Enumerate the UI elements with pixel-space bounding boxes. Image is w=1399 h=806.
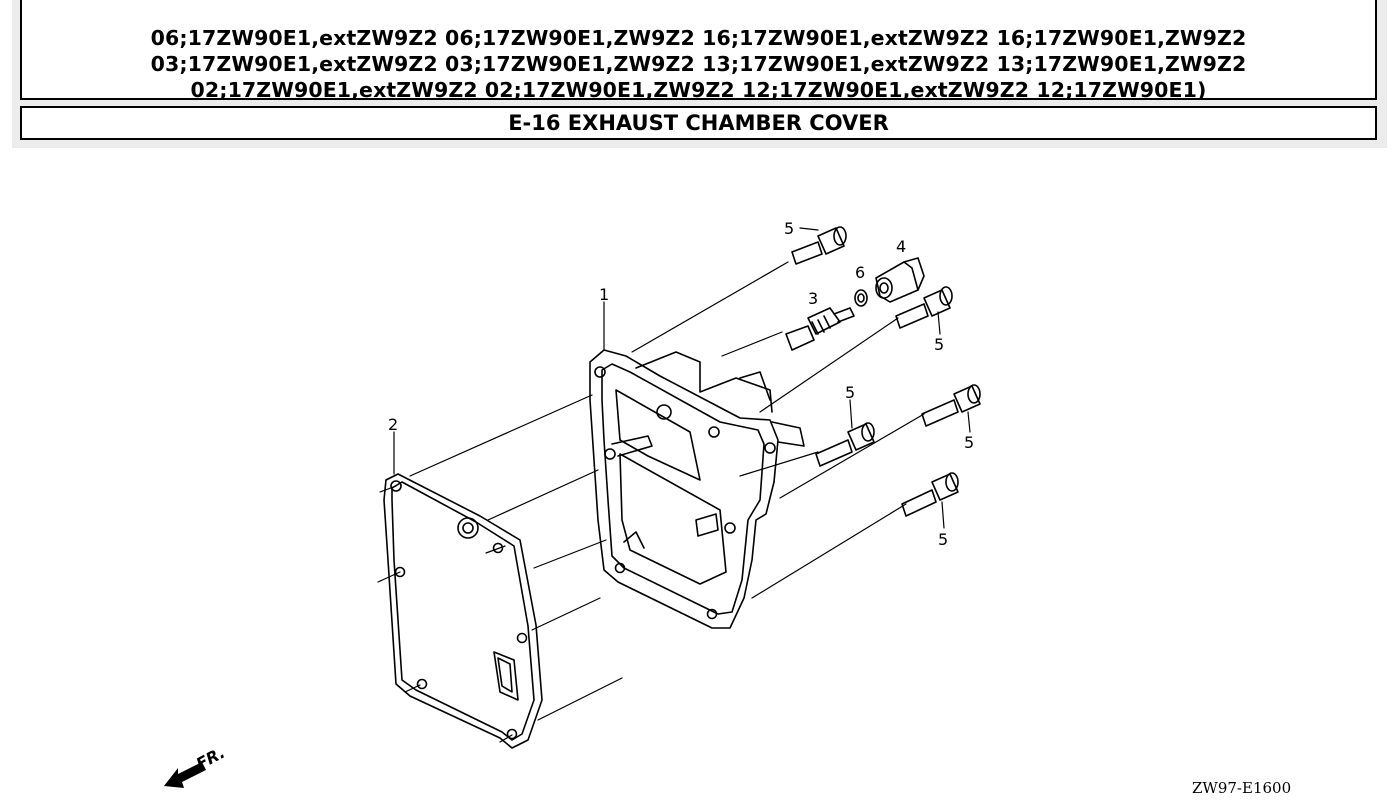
bolt [921, 384, 981, 427]
section-title: E-16 EXHAUST CHAMBER COVER [20, 106, 1377, 140]
callout-5: 5 [934, 335, 944, 354]
bolt [815, 422, 875, 467]
callout-6: 6 [855, 263, 865, 282]
gasket [383, 473, 543, 749]
callout-5: 5 [938, 530, 948, 549]
callout-4: 4 [896, 237, 906, 256]
callout-5: 5 [784, 219, 794, 238]
model-line-2: 03;17ZW90E1,extZW9Z2 03;17ZW90E1,ZW9Z2 1… [150, 52, 1247, 76]
bolt [895, 286, 953, 329]
pipe-fitting [785, 307, 855, 351]
bolt [901, 472, 959, 517]
sleeve [875, 257, 925, 303]
header-panel: 06;17ZW90E1,extZW9Z2 06;17ZW90E1,ZW9Z2 1… [12, 0, 1387, 148]
callout-leaders [393, 227, 971, 529]
callout-5: 5 [845, 383, 855, 402]
bolt [791, 226, 847, 265]
callout-5: 5 [964, 433, 974, 452]
model-list: 06;17ZW90E1,extZW9Z2 06;17ZW90E1,ZW9Z2 1… [20, 0, 1377, 102]
explode-lines [377, 261, 925, 743]
callout-3: 3 [808, 289, 818, 308]
front-arrow-icon [164, 762, 206, 788]
diagram-reference-code: ZW97-E1600 [1192, 779, 1291, 797]
nut [854, 289, 868, 307]
exhaust-chamber-cover [589, 349, 805, 629]
model-line-1: 06;17ZW90E1,extZW9Z2 06;17ZW90E1,ZW9Z2 1… [150, 26, 1247, 50]
callout-1: 1 [599, 285, 609, 304]
model-line-3: 02;17ZW90E1,extZW9Z2 02;17ZW90E1,ZW9Z2 1… [190, 78, 1207, 102]
callout-2: 2 [388, 415, 398, 434]
